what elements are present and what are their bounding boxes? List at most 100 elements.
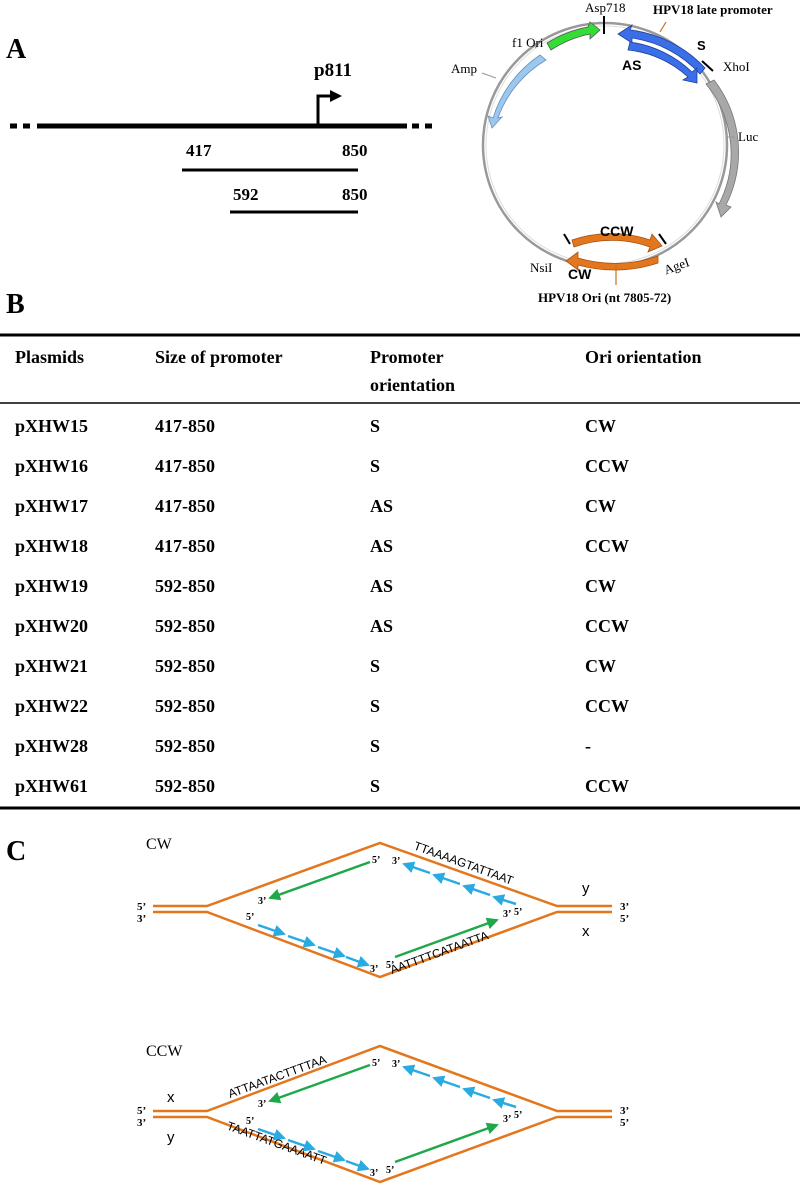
cell-size: 592-850 xyxy=(155,696,215,716)
cell-size: 417-850 xyxy=(155,496,215,516)
cw-top-cyan-5p: 5’ xyxy=(514,907,522,918)
cell-plasmid: pXHW28 xyxy=(15,736,89,756)
promoter-as-arrow xyxy=(617,23,706,75)
cell-size: 592-850 xyxy=(155,576,215,596)
cell-orientation: AS xyxy=(370,616,394,636)
cell-orientation: AS xyxy=(370,536,394,556)
cw-diagram: CW 5’ 3’ 3’ 5’ y x TTAAAAGTATTAAT AATTTT… xyxy=(137,836,629,979)
agei-label: AgeI xyxy=(662,254,692,277)
cw-map-label: CW xyxy=(568,266,592,282)
header-size: Size of promoter xyxy=(155,347,283,367)
xhoi-label: XhoI xyxy=(723,59,750,74)
ccw-bottom-cyan-3p: 3’ xyxy=(370,1168,378,1179)
cell-orientation: AS xyxy=(370,576,394,596)
plasmid-map xyxy=(481,16,739,285)
cw-x-label: x xyxy=(582,923,590,940)
asp718-label: Asp718 xyxy=(585,0,625,15)
cell-orientation: AS xyxy=(370,496,394,516)
table-row: pXHW17 417-850 AS CW xyxy=(0,486,800,526)
cw-right-3p: 3’ xyxy=(620,901,629,913)
f1-ori-label: f1 Ori xyxy=(512,35,544,50)
header-orientation-line2: orientation xyxy=(370,375,455,395)
cell-ori: CCW xyxy=(585,776,629,796)
panel-label-a: A xyxy=(6,34,27,65)
header-plasmids: Plasmids xyxy=(15,347,85,367)
cw-top-sequence: TTAAAAGTATTAAT xyxy=(412,839,516,888)
cell-plasmid: pXHW20 xyxy=(15,616,89,636)
hpv18-late-promoter-label: HPV18 late promoter xyxy=(653,2,773,17)
cw-bottom-green-3p: 3’ xyxy=(503,909,511,920)
luc-arrow xyxy=(705,79,739,218)
amp-label: Amp xyxy=(451,61,477,76)
cw-y-label: y xyxy=(582,880,590,897)
cell-ori: CW xyxy=(585,576,616,596)
cell-size: 592-850 xyxy=(155,616,215,636)
cell-ori: CCW xyxy=(585,696,629,716)
cw-label: CW xyxy=(146,836,173,853)
promoter-label: p811 xyxy=(314,60,352,81)
table-row: pXHW22 592-850 S CCW xyxy=(0,686,800,726)
cell-size: 417-850 xyxy=(155,536,215,556)
cell-ori: - xyxy=(585,736,591,756)
cell-plasmid: pXHW22 xyxy=(15,696,89,716)
ccw-map-label: CCW xyxy=(600,223,634,239)
ccw-right-3p: 3’ xyxy=(620,1105,629,1117)
ccw-bottom-green-arrow xyxy=(394,1122,499,1164)
ccw-left-5p: 5’ xyxy=(137,1105,146,1117)
cw-bottom-cyan-5p: 5’ xyxy=(246,912,254,923)
cell-orientation: S xyxy=(370,736,381,756)
promoter-s-arrow xyxy=(627,41,698,84)
fragment2-end: 850 xyxy=(342,185,368,204)
ccw-left-3p: 3’ xyxy=(137,1117,146,1129)
agei-site-mark xyxy=(658,233,667,245)
hpv18-ori-label: HPV18 Ori (nt 7805-72) xyxy=(538,290,671,305)
table-row: pXHW20 592-850 AS CCW xyxy=(0,606,800,646)
cell-plasmid: pXHW21 xyxy=(15,656,89,676)
panel-label-b: B xyxy=(6,289,25,320)
cell-ori: CCW xyxy=(585,616,629,636)
cw-bottom-green-5p: 5’ xyxy=(386,960,394,971)
s-label: S xyxy=(697,38,706,53)
table-header: Plasmids Size of promoter Promoter orien… xyxy=(0,333,800,403)
cell-ori: CCW xyxy=(585,456,629,476)
ccw-top-green-5p: 5’ xyxy=(372,1058,380,1069)
cell-size: 592-850 xyxy=(155,776,215,796)
header-ori: Ori orientation xyxy=(585,347,702,367)
cell-ori: CW xyxy=(585,656,616,676)
cell-plasmid: pXHW61 xyxy=(15,776,89,796)
cw-top-green-3p: 3’ xyxy=(258,896,266,907)
ccw-x-label: x xyxy=(167,1089,175,1106)
cell-plasmid: pXHW17 xyxy=(15,496,89,516)
ccw-top-green-arrow xyxy=(268,1063,371,1104)
ccw-right-5p: 5’ xyxy=(620,1117,629,1129)
cell-ori: CW xyxy=(585,496,616,516)
ori-cw-arrow xyxy=(565,251,659,271)
cell-size: 417-850 xyxy=(155,456,215,476)
ccw-diagram: CCW 5’ 3’ 3’ 5’ x y ATTAATACTTTTAA TAATT… xyxy=(137,1043,629,1184)
nsii-label: NsiI xyxy=(530,260,552,275)
luc-label: Luc xyxy=(738,129,758,144)
ccw-top-green-3p: 3’ xyxy=(258,1099,266,1110)
cell-ori: CCW xyxy=(585,536,629,556)
header-orientation: Promoter orientation xyxy=(370,343,455,399)
as-label: AS xyxy=(622,57,641,73)
ccw-bottom-green-5p: 5’ xyxy=(386,1165,394,1176)
cw-top-cyan-3p: 3’ xyxy=(392,856,400,867)
promoter-arrow-icon xyxy=(316,90,342,124)
panel-label-c: C xyxy=(6,836,26,867)
cell-plasmid: pXHW15 xyxy=(15,416,89,436)
cell-orientation: S xyxy=(370,696,381,716)
fragment2-start: 592 xyxy=(233,185,259,204)
cell-plasmid: pXHW18 xyxy=(15,536,89,556)
ccw-bottom-cyan-5p: 5’ xyxy=(246,1116,254,1127)
header-orientation-line1: Promoter xyxy=(370,347,444,367)
cw-bottom-sequence: AATTTTCATAATTA xyxy=(388,928,490,977)
ori-ccw-arrow xyxy=(571,233,663,253)
cw-right-5p: 5’ xyxy=(620,913,629,925)
cell-size: 592-850 xyxy=(155,656,215,676)
